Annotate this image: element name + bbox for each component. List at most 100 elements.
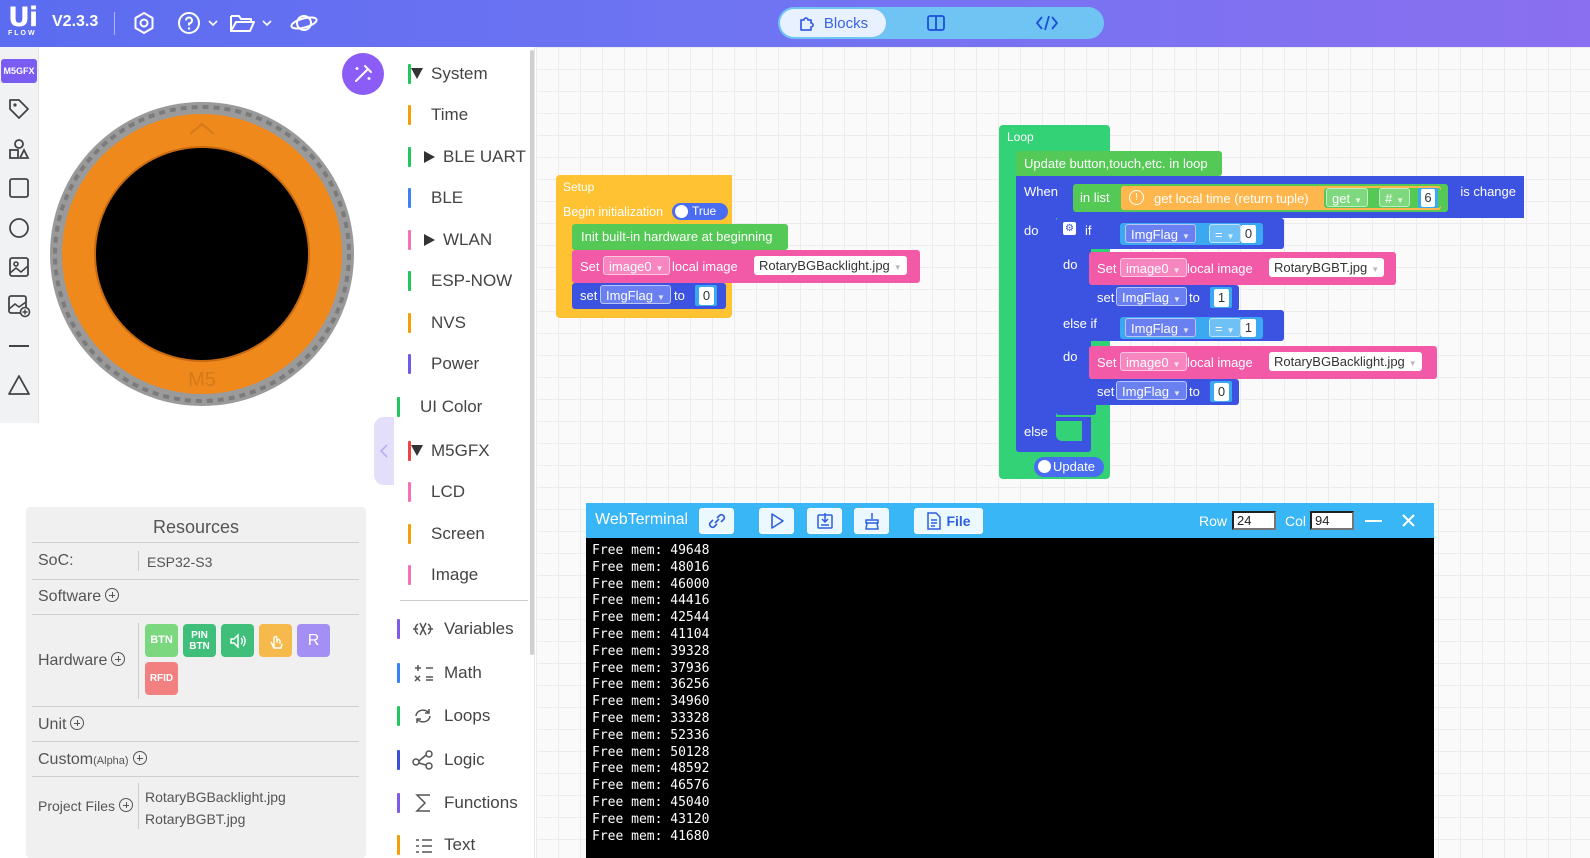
do1-set-image-block[interactable]: Set image0▼ local image RotaryBGBT.jpg▼ bbox=[1089, 252, 1396, 285]
download-button[interactable] bbox=[807, 508, 842, 534]
hardware-touch-chip[interactable] bbox=[259, 624, 292, 657]
custom-row: Custom(Alpha) bbox=[32, 741, 359, 776]
category-system[interactable]: System bbox=[394, 59, 534, 89]
else-if-value-input[interactable]: 1 bbox=[1241, 319, 1256, 337]
triangle-icon[interactable] bbox=[7, 373, 31, 397]
top-bar: Ui FLOW V2.3.3 Blocks bbox=[0, 0, 1590, 47]
do1-image-file-dropdown[interactable]: RotaryBGBT.jpg▼ bbox=[1269, 258, 1385, 277]
category-text[interactable]: Text bbox=[394, 830, 534, 858]
magic-wand-button[interactable] bbox=[342, 53, 384, 95]
project-file-item[interactable]: RotaryBGBacklight.jpg bbox=[145, 789, 286, 805]
shapes-icon[interactable] bbox=[7, 137, 31, 161]
add-project-file-icon[interactable] bbox=[119, 798, 134, 812]
init-hardware-block[interactable]: Init built-in hardware at beginning bbox=[572, 224, 788, 250]
hardware-pin-btn-chip[interactable]: PIN BTN bbox=[183, 624, 216, 657]
version-label: V2.3.3 bbox=[52, 13, 99, 30]
category-variables[interactable]: Variables bbox=[394, 614, 534, 644]
do2-set-flag-block[interactable]: set ImgFlag▼ to 0 bbox=[1089, 379, 1239, 405]
project-file-item[interactable]: RotaryBGBT.jpg bbox=[145, 811, 246, 827]
category-scrollbar[interactable] bbox=[530, 50, 534, 655]
else-if-compare-block[interactable]: ImgFlag▼ =▼ 1 bbox=[1120, 317, 1263, 339]
m5gfx-tab[interactable]: M5GFX bbox=[1, 59, 37, 83]
run-button[interactable] bbox=[759, 508, 794, 534]
category-m5gfx[interactable]: M5GFX bbox=[394, 436, 534, 466]
add-unit-icon[interactable] bbox=[70, 716, 85, 730]
category-lcd[interactable]: LCD bbox=[394, 477, 534, 507]
minimize-icon[interactable] bbox=[1365, 520, 1382, 522]
if-var-dropdown[interactable]: ImgFlag▼ bbox=[1125, 224, 1196, 243]
do2-image-var-dropdown[interactable]: image0▼ bbox=[1120, 352, 1187, 371]
row-input[interactable] bbox=[1232, 511, 1276, 530]
code-view-tab[interactable] bbox=[1035, 13, 1059, 38]
get-mode-dropdown[interactable]: get▼ bbox=[1326, 188, 1368, 207]
line-icon[interactable] bbox=[7, 334, 31, 358]
add-hardware-icon[interactable] bbox=[111, 652, 126, 666]
update-in-loop-block[interactable]: Update button,touch,etc. in loop bbox=[1016, 151, 1222, 176]
add-software-icon[interactable] bbox=[105, 588, 120, 602]
category-power[interactable]: Power bbox=[394, 349, 534, 379]
image-plus-icon[interactable] bbox=[7, 294, 31, 318]
if-operator-dropdown[interactable]: =▼ bbox=[1209, 224, 1241, 243]
category-ble[interactable]: BLE bbox=[394, 183, 534, 213]
begin-init-toggle[interactable]: True bbox=[672, 203, 728, 220]
label-tag-icon[interactable] bbox=[7, 97, 31, 121]
file-button[interactable]: File bbox=[914, 508, 983, 534]
else-if-var-dropdown[interactable]: ImgFlag▼ bbox=[1125, 318, 1196, 337]
add-custom-icon[interactable] bbox=[132, 751, 147, 765]
category-ble-uart[interactable]: BLE UART bbox=[394, 142, 534, 172]
update-toggle[interactable]: Update bbox=[1034, 457, 1104, 477]
if-compare-block[interactable]: ImgFlag▼ =▼ 0 bbox=[1120, 223, 1263, 245]
clear-button[interactable] bbox=[854, 508, 889, 534]
do1-image-var-dropdown[interactable]: image0▼ bbox=[1120, 258, 1187, 277]
image-var-dropdown[interactable]: image0▼ bbox=[603, 256, 670, 275]
index-value-input[interactable]: 6 bbox=[1421, 189, 1435, 207]
set-image-block[interactable]: Set image0▼ local image RotaryBGBackligh… bbox=[572, 250, 920, 283]
flag-var-dropdown[interactable]: ImgFlag▼ bbox=[600, 285, 671, 304]
math-icon bbox=[414, 665, 433, 682]
do1-flag-var-dropdown[interactable]: ImgFlag▼ bbox=[1116, 287, 1187, 306]
do2-set-image-block[interactable]: Set image0▼ local image RotaryBGBackligh… bbox=[1089, 346, 1437, 379]
settings-icon[interactable] bbox=[132, 10, 156, 36]
category-screen[interactable]: Screen bbox=[394, 519, 534, 549]
category-ui-color[interactable]: UI Color bbox=[394, 392, 534, 422]
set-flag-block[interactable]: set ImgFlag▼ to 0 bbox=[572, 283, 726, 309]
split-view-tab[interactable] bbox=[926, 13, 946, 38]
category-nvs[interactable]: NVS bbox=[394, 308, 534, 338]
category-logic[interactable]: Logic bbox=[394, 745, 534, 775]
list-get-block[interactable]: get▼ #▼ 6 bbox=[1324, 188, 1441, 208]
help-menu-button[interactable] bbox=[177, 10, 219, 36]
hardware-btn-chip[interactable]: BTN bbox=[145, 624, 178, 657]
flag-value-input[interactable]: 0 bbox=[699, 287, 714, 305]
category-math[interactable]: Math bbox=[394, 658, 534, 688]
device-preview: M5 bbox=[40, 47, 393, 422]
image-icon[interactable] bbox=[7, 255, 31, 279]
circle-icon[interactable] bbox=[7, 216, 31, 240]
blocks-view-tab[interactable]: Blocks bbox=[780, 9, 886, 37]
hardware-speaker-chip[interactable] bbox=[221, 624, 254, 657]
hardware-r-chip[interactable]: R bbox=[297, 624, 330, 657]
planet-icon[interactable] bbox=[289, 10, 319, 36]
index-mode-dropdown[interactable]: #▼ bbox=[1379, 188, 1411, 207]
do2-flag-value-input[interactable]: 0 bbox=[1214, 383, 1229, 401]
category-time[interactable]: Time bbox=[394, 100, 534, 130]
do1-flag-value-input[interactable]: 1 bbox=[1214, 289, 1229, 307]
close-icon[interactable] bbox=[1401, 513, 1416, 528]
col-input[interactable] bbox=[1310, 511, 1354, 530]
category-functions[interactable]: Functions bbox=[394, 788, 534, 818]
category-wlan[interactable]: WLAN bbox=[394, 225, 534, 255]
do2-image-file-dropdown[interactable]: RotaryBGBacklight.jpg▼ bbox=[1269, 352, 1422, 371]
do1-set-flag-block[interactable]: set ImgFlag▼ to 1 bbox=[1089, 285, 1239, 311]
else-if-operator-dropdown[interactable]: =▼ bbox=[1209, 318, 1241, 337]
category-esp-now[interactable]: ESP-NOW bbox=[394, 266, 534, 296]
image-file-dropdown[interactable]: RotaryBGBacklight.jpg▼ bbox=[754, 256, 907, 275]
connect-button[interactable] bbox=[699, 508, 734, 534]
category-image[interactable]: Image bbox=[394, 560, 534, 590]
collapse-panel-button[interactable] bbox=[374, 417, 394, 485]
hardware-rfid-chip[interactable]: RFID bbox=[145, 662, 178, 695]
open-folder-menu-button[interactable] bbox=[229, 10, 273, 36]
rectangle-icon[interactable] bbox=[7, 176, 31, 200]
do2-flag-var-dropdown[interactable]: ImgFlag▼ bbox=[1116, 381, 1187, 400]
gear-icon[interactable]: ⚙ bbox=[1063, 222, 1076, 235]
if-value-input[interactable]: 0 bbox=[1241, 225, 1256, 243]
category-loops[interactable]: Loops bbox=[394, 701, 534, 731]
